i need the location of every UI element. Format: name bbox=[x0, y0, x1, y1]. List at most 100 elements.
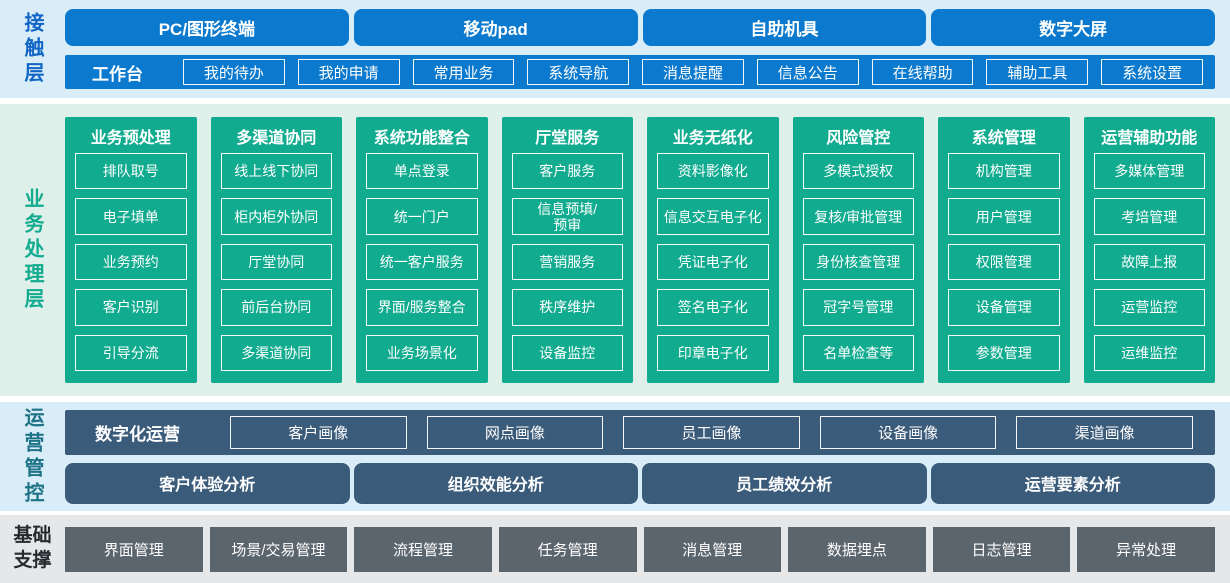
business-column-title: 多渠道协同 bbox=[236, 130, 317, 147]
business-item: 信息预填/ 预审 bbox=[511, 198, 623, 235]
business-item: 界面/服务整合 bbox=[366, 289, 478, 326]
business-item: 单点登录 bbox=[366, 153, 478, 190]
business-item: 凭证电子化 bbox=[657, 243, 769, 281]
business-item: 设备监控 bbox=[511, 334, 623, 372]
business-item: 电子填单 bbox=[75, 198, 187, 235]
business-column-hall-service: 厅堂服务 客户服务 信息预填/ 预审 营销服务 秩序维护 设备监控 bbox=[501, 117, 633, 383]
business-item: 多模式授权 bbox=[802, 153, 914, 190]
business-item: 用户管理 bbox=[948, 198, 1060, 235]
business-item: 营销服务 bbox=[511, 243, 623, 281]
ops-layer-content: 数字化运营 客户画像 网点画像 员工画像 设备画像 渠道画像 客户体验分析 组织… bbox=[65, 402, 1230, 511]
workbench-item: 系统导航 bbox=[527, 59, 630, 85]
workbench-item: 系统设置 bbox=[1101, 59, 1204, 85]
business-item: 身份核查管理 bbox=[802, 243, 914, 281]
base-item-task-mgmt: 任务管理 bbox=[498, 526, 637, 572]
workbench-label: 工作台 bbox=[92, 64, 143, 84]
business-item: 权限管理 bbox=[948, 243, 1060, 281]
section-divider bbox=[0, 396, 1230, 402]
business-column-items: 资料影像化 信息交互电子化 凭证电子化 签名电子化 印章电子化 bbox=[657, 153, 769, 372]
business-column-items: 多模式授权 复核/审批管理 身份核查管理 冠字号管理 名单检查等 bbox=[802, 153, 914, 372]
business-item: 厅堂协同 bbox=[220, 243, 332, 281]
business-item: 柜内柜外协同 bbox=[220, 198, 332, 235]
business-column-title: 业务无纸化 bbox=[672, 130, 753, 147]
business-item: 印章电子化 bbox=[657, 334, 769, 372]
business-layer-label-col: 业务处理层 bbox=[0, 104, 65, 396]
section-divider bbox=[0, 98, 1230, 104]
business-column-multichannel: 多渠道协同 线上线下协同 柜内柜外协同 厅堂协同 前后台协同 多渠道协同 bbox=[210, 117, 342, 383]
base-item-ui-mgmt: 界面管理 bbox=[65, 526, 203, 572]
base-item-process-mgmt: 流程管理 bbox=[354, 526, 492, 572]
workbench-item: 我的申请 bbox=[297, 59, 400, 85]
workbench-item: 辅助工具 bbox=[986, 59, 1089, 85]
business-item: 签名电子化 bbox=[657, 289, 769, 326]
business-item: 多媒体管理 bbox=[1093, 153, 1205, 190]
portrait-item-customer: 客户画像 bbox=[230, 415, 407, 449]
ops-layer-label: 运营管控 bbox=[21, 406, 43, 507]
business-column-items: 线上线下协同 柜内柜外协同 厅堂协同 前后台协同 多渠道协同 bbox=[220, 153, 332, 372]
analysis-box-ops-elements: 运营要素分析 bbox=[930, 462, 1215, 504]
business-column-risk-control: 风险管控 多模式授权 复核/审批管理 身份核查管理 冠字号管理 名单检查等 bbox=[792, 117, 924, 383]
base-item-scene-txn-mgmt: 场景/交易管理 bbox=[209, 526, 348, 572]
channels-row: PC/图形终端 移动pad 自助机具 数字大屏 bbox=[65, 9, 1215, 46]
business-item: 排队取号 bbox=[75, 153, 187, 190]
business-item: 名单检查等 bbox=[802, 334, 914, 372]
channel-box-pc: PC/图形终端 bbox=[65, 9, 349, 46]
business-item: 复核/审批管理 bbox=[802, 198, 914, 235]
analysis-row: 客户体验分析 组织效能分析 员工绩效分析 运营要素分析 bbox=[65, 462, 1215, 504]
base-layer-section: 基础支撑 界面管理 场景/交易管理 流程管理 任务管理 消息管理 数据埋点 日志… bbox=[0, 515, 1230, 583]
analysis-box-employee-performance: 员工绩效分析 bbox=[642, 462, 927, 504]
business-item: 客户识别 bbox=[75, 289, 187, 326]
workbench-item: 我的待办 bbox=[183, 59, 285, 85]
contact-layer-label-col: 接触层 bbox=[0, 0, 65, 98]
digital-ops-bar: 数字化运营 客户画像 网点画像 员工画像 设备画像 渠道画像 bbox=[65, 409, 1215, 455]
base-item-log-mgmt: 日志管理 bbox=[932, 526, 1071, 572]
contact-layer-section: 接触层 PC/图形终端 移动pad 自助机具 数字大屏 工作台 我的待办 我的申… bbox=[0, 0, 1230, 98]
business-column-title: 业务预处理 bbox=[90, 130, 171, 147]
business-layer-label: 业务处理层 bbox=[21, 187, 43, 313]
business-item: 运维监控 bbox=[1093, 334, 1205, 372]
business-item: 业务场景化 bbox=[366, 334, 478, 372]
business-column-items: 客户服务 信息预填/ 预审 营销服务 秩序维护 设备监控 bbox=[511, 153, 623, 372]
business-column-items: 机构管理 用户管理 权限管理 设备管理 参数管理 bbox=[948, 153, 1060, 372]
business-column-title: 运营辅助功能 bbox=[1101, 130, 1198, 147]
workbench-item: 在线帮助 bbox=[871, 59, 974, 85]
analysis-box-org-efficiency: 组织效能分析 bbox=[353, 462, 638, 504]
base-layer-content: 界面管理 场景/交易管理 流程管理 任务管理 消息管理 数据埋点 日志管理 异常… bbox=[65, 515, 1230, 583]
business-column-title: 厅堂服务 bbox=[535, 130, 600, 147]
ops-layer-label-col: 运营管控 bbox=[0, 402, 65, 511]
ops-layer-section: 运营管控 数字化运营 客户画像 网点画像 员工画像 设备画像 渠道画像 客户体验… bbox=[0, 402, 1230, 511]
business-layer-section: 业务处理层 业务预处理 排队取号 电子填单 业务预约 客户识别 引导分流 多渠道… bbox=[0, 104, 1230, 396]
base-item-message-mgmt: 消息管理 bbox=[643, 526, 782, 572]
business-column-items: 单点登录 统一门户 统一客户服务 界面/服务整合 业务场景化 bbox=[366, 153, 478, 372]
business-item: 信息交互电子化 bbox=[657, 198, 769, 235]
business-column-preprocess: 业务预处理 排队取号 电子填单 业务预约 客户识别 引导分流 bbox=[65, 117, 197, 383]
channel-box-mobile-pad: 移动pad bbox=[353, 9, 638, 46]
analysis-box-customer-experience: 客户体验分析 bbox=[65, 462, 350, 504]
business-column-system-integration: 系统功能整合 单点登录 统一门户 统一客户服务 界面/服务整合 业务场景化 bbox=[356, 117, 488, 383]
section-divider bbox=[0, 511, 1230, 515]
business-item: 统一门户 bbox=[366, 198, 478, 235]
business-item: 运营监控 bbox=[1093, 289, 1205, 326]
workbench-bar: 工作台 我的待办 我的申请 常用业务 系统导航 消息提醒 信息公告 在线帮助 辅… bbox=[65, 55, 1215, 89]
base-item-data-tracking: 数据埋点 bbox=[788, 526, 926, 572]
business-item: 客户服务 bbox=[511, 153, 623, 190]
base-layer-label: 基础支撑 bbox=[13, 525, 52, 571]
business-item: 设备管理 bbox=[948, 289, 1060, 326]
base-layer-label-col: 基础支撑 bbox=[0, 515, 65, 583]
business-item: 统一客户服务 bbox=[366, 243, 478, 281]
business-column-title: 系统功能整合 bbox=[373, 130, 470, 147]
workbench-item: 消息提醒 bbox=[642, 59, 744, 85]
business-column-system-mgmt: 系统管理 机构管理 用户管理 权限管理 设备管理 参数管理 bbox=[938, 117, 1070, 383]
portrait-item-channel: 渠道画像 bbox=[1016, 415, 1193, 449]
business-item: 考培管理 bbox=[1093, 198, 1205, 235]
channel-box-self-service: 自助机具 bbox=[642, 9, 927, 46]
portrait-item-device: 设备画像 bbox=[819, 415, 997, 449]
workbench-item: 信息公告 bbox=[756, 59, 859, 85]
business-item: 故障上报 bbox=[1093, 243, 1205, 281]
digital-ops-label: 数字化运营 bbox=[95, 424, 180, 444]
business-item: 多渠道协同 bbox=[220, 334, 332, 372]
business-item: 机构管理 bbox=[948, 153, 1060, 190]
business-column-title: 风险管控 bbox=[826, 130, 891, 147]
contact-layer-content: PC/图形终端 移动pad 自助机具 数字大屏 工作台 我的待办 我的申请 常用… bbox=[65, 0, 1230, 98]
